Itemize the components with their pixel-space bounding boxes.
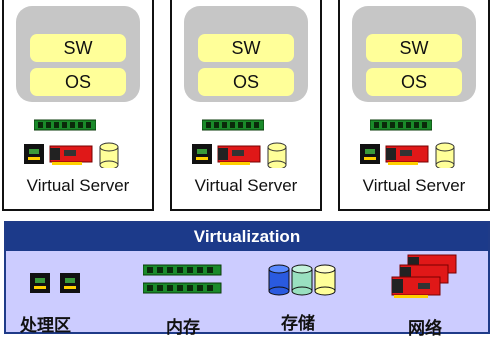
sw-layer: SW xyxy=(30,34,126,62)
virtualization-title: Virtualization xyxy=(6,223,488,251)
storage-icon xyxy=(99,142,119,168)
memory-icon xyxy=(143,263,223,297)
cpu-icon xyxy=(360,144,380,164)
cpu-icon xyxy=(24,144,44,164)
network-card-icon xyxy=(49,145,93,165)
hardware-icons xyxy=(190,138,310,168)
guest-stack: SW OS xyxy=(16,6,140,102)
server-label: Virtual Server xyxy=(194,176,298,195)
hardware-icons xyxy=(358,138,478,168)
network-card-icon xyxy=(385,145,429,165)
memory-icon xyxy=(34,118,96,132)
resource-label-cpu: 处理区 xyxy=(20,316,71,336)
server-label: Virtual Server xyxy=(362,176,466,195)
cpu-icon xyxy=(192,144,212,164)
guest-stack: SW OS xyxy=(352,6,476,102)
resource-label-storage: 存储 xyxy=(281,314,315,334)
virtual-server-3: SW OS Virtual Server xyxy=(338,0,490,211)
os-layer: OS xyxy=(30,68,126,96)
storage-icon xyxy=(266,263,342,297)
network-card-icon xyxy=(217,145,261,165)
resource-label-memory: 内存 xyxy=(166,318,200,338)
storage-icon xyxy=(267,142,287,168)
resource-label-network: 网络 xyxy=(408,319,442,339)
os-layer: OS xyxy=(366,68,462,96)
virtualization-layer: Virtualization 处理区 内存 存储 网络 xyxy=(4,221,490,339)
cpu-icon xyxy=(28,271,84,295)
virtual-server-2: SW OS Virtual Server xyxy=(170,0,322,211)
sw-layer: SW xyxy=(366,34,462,62)
hardware-icons xyxy=(22,138,142,168)
memory-icon xyxy=(370,118,432,132)
os-layer: OS xyxy=(198,68,294,96)
network-icon xyxy=(390,253,462,305)
virtual-server-1: SW OS Virtual Server xyxy=(2,0,154,211)
sw-layer: SW xyxy=(198,34,294,62)
storage-icon xyxy=(435,142,455,168)
memory-icon xyxy=(202,118,264,132)
server-label: Virtual Server xyxy=(26,176,130,195)
guest-stack: SW OS xyxy=(184,6,308,102)
